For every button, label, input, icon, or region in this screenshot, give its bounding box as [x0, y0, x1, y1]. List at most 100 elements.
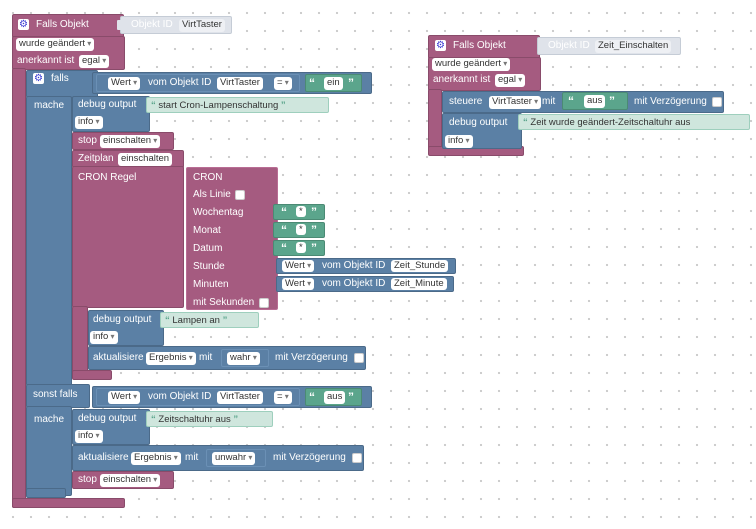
delay-label: mit Verzögerung — [273, 452, 346, 463]
stop-dropdown[interactable]: einschalten — [100, 135, 161, 148]
trigger-header[interactable] — [428, 35, 540, 59]
checkbox-icon[interactable] — [259, 298, 269, 308]
quote-open-icon: “ — [151, 100, 159, 111]
object-id-label: vom Objekt ID — [322, 260, 386, 271]
text-value[interactable]: ein — [324, 77, 343, 90]
object-id-field[interactable]: Zeit_Stunde — [391, 260, 449, 272]
schedule-footer — [72, 370, 112, 380]
text-value[interactable]: aus — [584, 95, 606, 108]
control-label: steuere — [449, 96, 483, 107]
object-id-label: vom Objekt ID — [148, 77, 212, 88]
gear-icon[interactable]: ⚙ — [435, 40, 446, 51]
quote-open-icon: “ — [281, 223, 287, 237]
changed-dropdown[interactable]: wurde geändert — [432, 58, 511, 71]
checkbox-icon[interactable] — [235, 190, 245, 200]
variable-dropdown[interactable]: Ergebnis — [146, 352, 196, 365]
checkbox-icon[interactable] — [352, 453, 362, 463]
date-label: Datum — [193, 243, 223, 254]
stop-label: stop — [78, 474, 97, 485]
object-id-label: vom Objekt ID — [322, 278, 386, 289]
schedule-name-field[interactable]: einschalten — [118, 153, 173, 166]
update-label: aktualisiere — [78, 452, 129, 463]
variable-dropdown[interactable]: Ergebnis — [131, 452, 181, 465]
quote-close-icon: ” — [278, 100, 286, 111]
debug-level-dropdown[interactable]: info — [445, 135, 473, 148]
debug-text-value: Zeitschaltuhr aus — [158, 414, 231, 425]
quote-open-icon: “ — [568, 94, 574, 108]
minute-label: Minuten — [193, 279, 229, 290]
if-spine — [26, 96, 72, 386]
debug-text[interactable]: “ start Cron-Lampenschaltung ” — [146, 97, 329, 113]
debug-text-value: Lampen an — [172, 315, 220, 326]
checkbox-icon[interactable] — [354, 353, 364, 363]
bool-dropdown[interactable]: unwahr — [212, 452, 256, 465]
quote-close-icon: ” — [311, 205, 317, 219]
trigger-title: Falls Objekt — [36, 19, 89, 30]
cron-block[interactable] — [186, 167, 278, 310]
debug-label: debug output — [78, 99, 137, 110]
debug-text-value: Zeit wurde geändert-Zeitschaltuhr aus — [530, 117, 691, 128]
object-id-field[interactable]: VirtTaster — [217, 391, 263, 404]
debug-level-dropdown[interactable]: info — [75, 430, 103, 443]
operator-dropdown[interactable]: = — [274, 77, 292, 90]
gear-icon[interactable]: ⚙ — [18, 19, 29, 30]
value-type-dropdown[interactable]: Wert — [108, 77, 141, 90]
debug-text[interactable]: “ Zeitschaltuhr aus ” — [146, 411, 273, 427]
hour-label: Stunde — [193, 261, 225, 272]
ack-label: anerkannt ist — [17, 55, 75, 66]
gear-icon[interactable]: ⚙ — [33, 73, 44, 84]
object-dropdown[interactable]: VirtTaster — [489, 96, 542, 109]
trigger-spine — [428, 89, 442, 149]
debug-label: debug output — [93, 314, 152, 325]
trigger-spine — [12, 68, 26, 508]
seconds-label: mit Sekunden — [193, 297, 255, 308]
changed-dropdown[interactable]: wurde geändert — [16, 38, 95, 51]
debug-text[interactable]: “ Lampen an ” — [160, 312, 259, 328]
ack-label: anerkannt ist — [433, 74, 491, 85]
value-type-dropdown[interactable]: Wert — [108, 391, 141, 404]
ack-dropdown[interactable]: egal — [495, 74, 526, 87]
quote-open-icon: “ — [281, 205, 287, 219]
quote-close-icon: ” — [311, 223, 317, 237]
else-if-spine — [26, 406, 72, 496]
operator-dropdown[interactable]: = — [274, 391, 292, 404]
cron-title: CRON — [193, 172, 223, 183]
debug-level-dropdown[interactable]: info — [75, 116, 103, 129]
quote-open-icon: “ — [151, 414, 159, 425]
as-line-label: Als Linie — [193, 189, 231, 200]
month-label: Monat — [193, 225, 221, 236]
quote-open-icon: “ — [165, 315, 173, 326]
bool-dropdown[interactable]: wahr — [227, 352, 260, 365]
object-id-field[interactable]: Zeit_Einschalten — [595, 40, 672, 53]
with-label: mit — [199, 352, 213, 363]
quote-open-icon: “ — [523, 117, 531, 128]
object-id-field[interactable]: VirtTaster — [179, 19, 225, 32]
stop-dropdown[interactable]: einschalten — [100, 474, 161, 487]
date-value[interactable]: * — [296, 242, 306, 253]
weekday-label: Wochentag — [193, 207, 244, 218]
cron-rule-label: CRON Regel — [78, 172, 137, 183]
schedule-body — [72, 166, 184, 308]
quote-close-icon: ” — [219, 315, 228, 326]
debug-level-dropdown[interactable]: info — [90, 331, 118, 344]
debug-text[interactable]: “ Zeit wurde geändert-Zeitschaltuhr aus — [518, 114, 750, 130]
value-type-dropdown[interactable]: Wert — [282, 278, 315, 290]
update-label: aktualisiere — [93, 352, 144, 363]
mache-label: mache — [34, 100, 65, 111]
debug-label: debug output — [449, 117, 508, 128]
month-value[interactable]: * — [296, 224, 306, 235]
object-id-label: Objekt ID — [131, 19, 173, 30]
ack-dropdown[interactable]: egal — [79, 55, 110, 68]
text-value[interactable]: aus — [324, 391, 346, 404]
weekday-value[interactable]: * — [296, 206, 306, 217]
debug-text-value: start Cron-Lampenschaltung — [158, 100, 279, 111]
object-id-field[interactable]: VirtTaster — [217, 77, 263, 90]
quote-close-icon: ” — [609, 94, 615, 108]
checkbox-icon[interactable] — [712, 97, 722, 107]
object-id-field[interactable]: Zeit_Minute — [391, 278, 447, 290]
value-type-dropdown[interactable]: Wert — [282, 260, 315, 272]
schedule-spine — [72, 306, 88, 378]
quote-close-icon: ” — [230, 414, 239, 425]
if-label: falls — [51, 73, 69, 84]
with-label: mit — [185, 452, 199, 463]
